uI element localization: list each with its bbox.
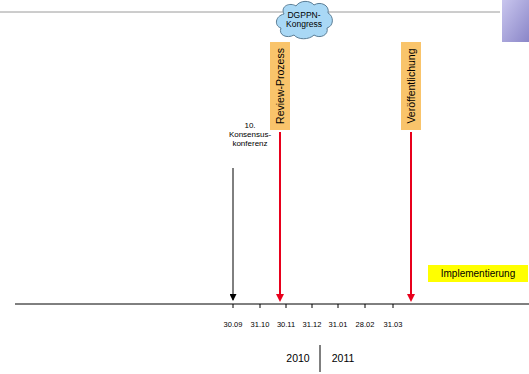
year-divider xyxy=(320,345,321,372)
date-tick: 31.12 xyxy=(303,321,322,330)
phase-box: Implementierung xyxy=(428,265,528,282)
time-axis xyxy=(15,304,529,305)
date-tick: 31.01 xyxy=(329,321,348,330)
date-tick: 28.02 xyxy=(356,321,375,330)
node-text: Review-Prozess xyxy=(274,48,286,124)
date-tick: 30.09 xyxy=(224,321,243,330)
year-label: 2011 xyxy=(332,352,355,364)
axis-ticks xyxy=(233,304,393,308)
milestone-arrow xyxy=(233,168,234,300)
year-label: 2010 xyxy=(286,352,309,364)
event-cloud: DGPPN-Kongress xyxy=(274,0,334,40)
date-tick: 30.11 xyxy=(277,321,295,330)
node-text: DGPPN-Kongress xyxy=(282,11,326,30)
node-text: Implementierung xyxy=(441,268,515,279)
milestone-arrow xyxy=(410,132,412,300)
header-rule xyxy=(0,12,500,13)
phase-band: Veröffentlichung xyxy=(401,42,421,130)
milestone-label: 10. Konsensus- konferenz xyxy=(227,121,273,149)
milestone-arrow xyxy=(279,132,281,300)
node-text: Veröffentlichung xyxy=(405,48,417,123)
date-tick: 31.10 xyxy=(251,321,270,330)
corner-image xyxy=(502,0,529,42)
date-tick: 31.03 xyxy=(384,321,403,330)
phase-band: Review-Prozess xyxy=(270,42,290,130)
